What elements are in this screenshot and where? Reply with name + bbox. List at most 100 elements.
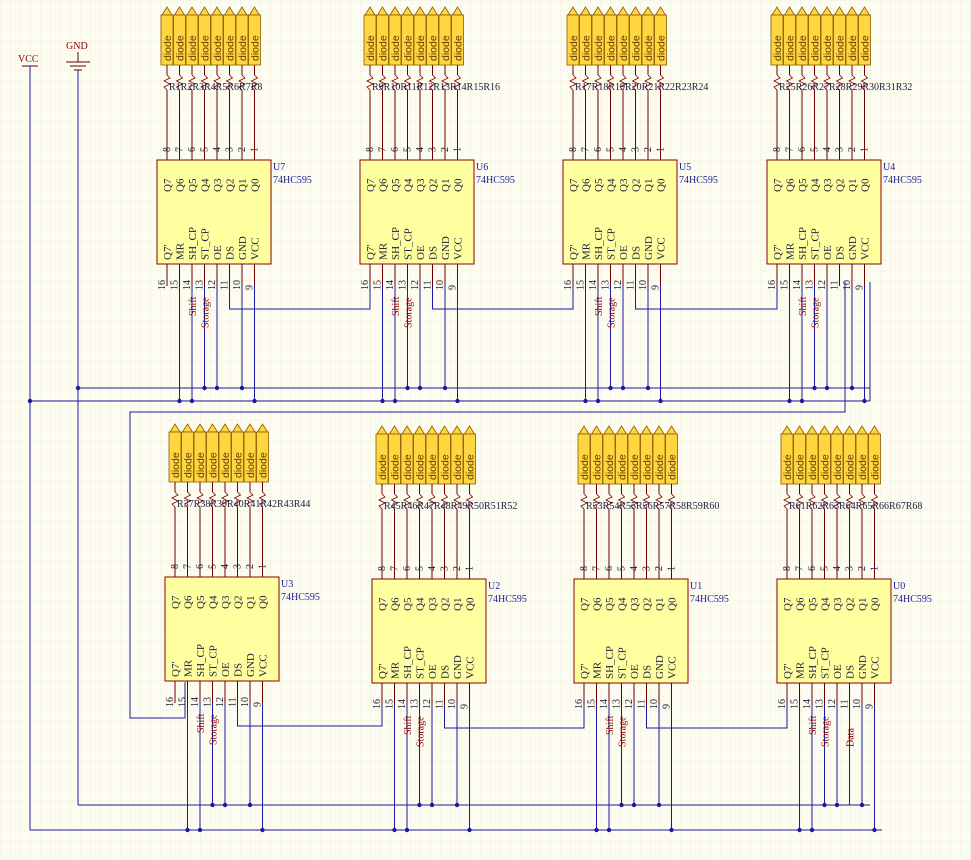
led-diode[interactable]: diode: [185, 6, 199, 66]
led-diode[interactable]: diode: [640, 425, 654, 485]
led-diode[interactable]: diode: [376, 6, 390, 66]
led-diode[interactable]: diode: [231, 423, 245, 483]
pin-number: 14: [385, 280, 396, 290]
junction-dot: [583, 398, 588, 404]
led-label: diode: [654, 454, 666, 480]
led-diode[interactable]: diode: [843, 425, 857, 485]
resistor: [619, 74, 627, 91]
led-diode[interactable]: diode: [388, 6, 402, 66]
pin-number: 6: [390, 147, 401, 152]
shift-register-u3[interactable]: diode8diode7diode6diode5diode4diode3diod…: [164, 423, 320, 833]
shift-register-u0[interactable]: diode8diode7diode6diode5diode4diode3diod…: [776, 425, 932, 833]
led-diode[interactable]: diode: [218, 423, 232, 483]
led-label: diode: [390, 454, 402, 480]
pin-name-control: Q7': [568, 245, 580, 260]
led-diode[interactable]: diode: [168, 423, 182, 483]
led-diode[interactable]: diode: [627, 425, 641, 485]
led-diode[interactable]: diode: [243, 423, 257, 483]
chip-part: 74HC595: [883, 175, 922, 186]
led-label: diode: [832, 454, 844, 480]
led-diode[interactable]: diode: [206, 423, 220, 483]
led-diode[interactable]: diode: [566, 6, 580, 66]
led-diode[interactable]: diode: [579, 6, 593, 66]
led-diode[interactable]: diode: [591, 6, 605, 66]
led-diode[interactable]: diode: [808, 6, 822, 66]
led-diode[interactable]: diode: [173, 6, 187, 66]
led-label: diode: [860, 35, 872, 61]
led-diode[interactable]: diode: [855, 425, 869, 485]
led-diode[interactable]: diode: [438, 6, 452, 66]
led-diode[interactable]: diode: [438, 425, 452, 485]
led-diode[interactable]: diode: [629, 6, 643, 66]
resistor: [390, 493, 399, 510]
led-diode[interactable]: diode: [193, 423, 207, 483]
led-diode[interactable]: diode: [160, 6, 174, 66]
pin-name-output: Q1: [654, 598, 666, 611]
led-diode[interactable]: diode: [577, 425, 591, 485]
led-diode[interactable]: diode: [615, 425, 629, 485]
led-diode[interactable]: diode: [652, 425, 666, 485]
led-diode[interactable]: diode: [780, 425, 794, 485]
pin-number: 1: [250, 147, 261, 152]
shift-register-u5[interactable]: diode8diode7diode6diode5diode4diode3diod…: [562, 6, 718, 404]
led-diode[interactable]: diode: [450, 425, 464, 485]
pin-name-output: Q2: [233, 596, 245, 609]
resistor: [617, 493, 626, 510]
led-diode[interactable]: diode: [223, 6, 237, 66]
led-diode[interactable]: diode: [858, 6, 872, 66]
led-diode[interactable]: diode: [413, 6, 427, 66]
shift-register-u7[interactable]: diode8diode7diode6diode5diode4diode3diod…: [156, 6, 312, 404]
led-diode[interactable]: diode: [463, 425, 477, 485]
junction-dot: [859, 802, 865, 808]
led-diode[interactable]: diode: [388, 425, 402, 485]
led-diode[interactable]: diode: [793, 425, 807, 485]
led-diode[interactable]: diode: [641, 6, 655, 66]
junction-dot: [467, 827, 472, 833]
resistor: [785, 74, 794, 91]
led-diode[interactable]: diode: [400, 425, 414, 485]
pin-number: 13: [410, 699, 421, 709]
pin-number: 7: [378, 147, 389, 152]
led-diode[interactable]: diode: [795, 6, 809, 66]
junction-dot: [608, 385, 613, 391]
led-diode[interactable]: diode: [654, 6, 668, 66]
led-diode[interactable]: diode: [210, 6, 224, 66]
led-diode[interactable]: diode: [401, 6, 415, 66]
pin-number: 12: [215, 697, 226, 707]
led-diode[interactable]: diode: [770, 6, 784, 66]
led-diode[interactable]: diode: [805, 425, 819, 485]
shift-register-u4[interactable]: diode8diode7diode6diode5diode4diode3diod…: [766, 6, 922, 404]
led-diode[interactable]: diode: [375, 425, 389, 485]
pin-name-control: MR: [592, 661, 604, 679]
led-diode[interactable]: diode: [181, 423, 195, 483]
led-diode[interactable]: diode: [830, 425, 844, 485]
led-diode[interactable]: diode: [818, 425, 832, 485]
led-label: diode: [378, 35, 390, 61]
led-diode[interactable]: diode: [820, 6, 834, 66]
shift-register-u1[interactable]: diode8diode7diode6diode5diode4diode3diod…: [573, 425, 729, 833]
led-diode[interactable]: diode: [833, 6, 847, 66]
led-diode[interactable]: diode: [604, 6, 618, 66]
led-diode[interactable]: diode: [425, 425, 439, 485]
led-diode[interactable]: diode: [256, 423, 270, 483]
shift-register-u6[interactable]: diode8diode7diode6diode5diode4diode3diod…: [359, 6, 515, 404]
pin-name-control: MR: [785, 242, 797, 260]
led-diode[interactable]: diode: [235, 6, 249, 66]
pin-name-control: ST_CP: [208, 645, 220, 677]
led-diode[interactable]: diode: [616, 6, 630, 66]
led-diode[interactable]: diode: [426, 6, 440, 66]
led-diode[interactable]: diode: [198, 6, 212, 66]
led-diode[interactable]: diode: [413, 425, 427, 485]
pin-name-control: SH_CP: [593, 227, 605, 260]
led-diode[interactable]: diode: [363, 6, 377, 66]
led-diode[interactable]: diode: [451, 6, 465, 66]
led-diode[interactable]: diode: [665, 425, 679, 485]
led-diode[interactable]: diode: [845, 6, 859, 66]
led-diode[interactable]: diode: [868, 425, 882, 485]
led-diode[interactable]: diode: [590, 425, 604, 485]
led-diode[interactable]: diode: [602, 425, 616, 485]
chip-ref: U1: [690, 581, 702, 592]
led-diode[interactable]: diode: [783, 6, 797, 66]
shift-register-u2[interactable]: diode8diode7diode6diode5diode4diode3diod…: [371, 425, 527, 833]
led-diode[interactable]: diode: [248, 6, 262, 66]
